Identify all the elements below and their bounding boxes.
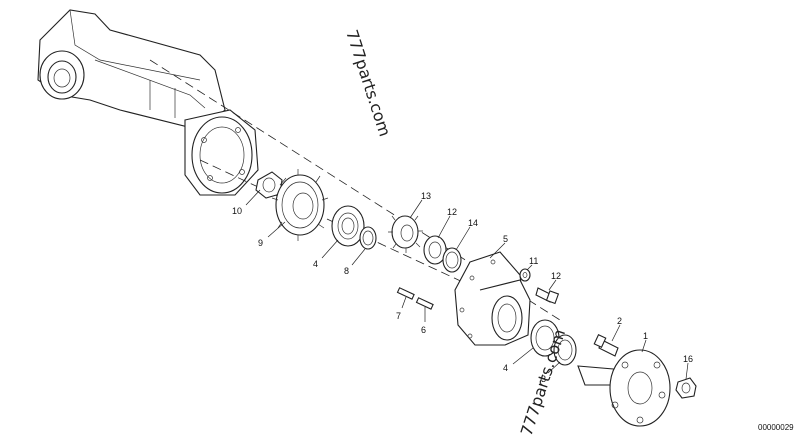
callout-4-upper: 4	[313, 259, 318, 269]
callout-11: 11	[529, 256, 538, 266]
part-13-bearing	[423, 235, 447, 265]
callout-15: 14	[468, 218, 478, 228]
part-16-wheel-nut	[675, 377, 697, 399]
callout-16: 16	[683, 354, 693, 364]
part-2-stud	[593, 334, 619, 357]
callout-7: 7	[396, 311, 401, 321]
part-12-bolt	[535, 287, 560, 305]
callout-4-lower: 4	[503, 363, 508, 373]
drawing-code: 00000029	[758, 423, 794, 432]
callout-1: 1	[643, 331, 648, 341]
part-9-gear	[271, 169, 329, 241]
callout-13: 12	[447, 207, 457, 217]
part-7-pin	[396, 287, 415, 300]
center-axis-upper	[149, 59, 561, 321]
callout-3: 3	[541, 374, 546, 384]
part-8-circlip	[359, 226, 377, 250]
callout-2: 2	[617, 316, 622, 326]
callout-14: 13	[421, 191, 431, 201]
part-14-sun-gear	[388, 215, 423, 253]
part-5-hub-carrier	[454, 251, 531, 346]
callout-8: 8	[344, 266, 349, 276]
part-11-washer	[519, 268, 531, 282]
watermark-top: 777parts.com	[342, 27, 394, 138]
part-6-pin	[415, 297, 434, 310]
callout-10: 10	[232, 206, 242, 216]
leader-lines	[245, 189, 689, 380]
callout-labels: 10 9 4 8 13 12 14 5 11 12 7 6 4 3 2 1 16	[232, 191, 693, 384]
part-1-hub-flange	[577, 349, 671, 427]
callout-5: 5	[503, 234, 508, 244]
callout-12: 12	[551, 271, 561, 281]
axle-housing	[37, 9, 259, 196]
callout-6: 6	[421, 325, 426, 335]
part-4-bearing-upper	[331, 205, 365, 247]
part-3-seal	[553, 334, 577, 366]
callout-9: 9	[258, 238, 263, 248]
part-15-ring	[442, 247, 462, 273]
